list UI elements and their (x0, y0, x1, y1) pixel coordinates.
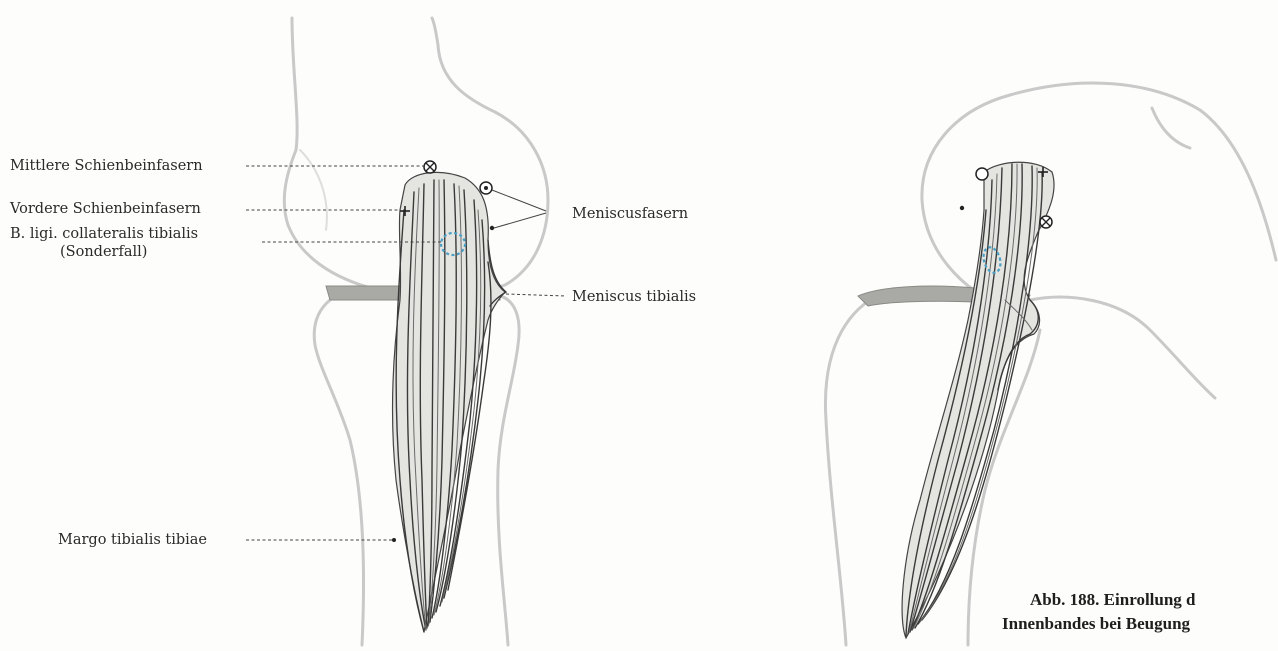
right-femur-outline (922, 83, 1276, 310)
right-ligament-body (902, 162, 1054, 638)
label-margo-tibialis-tibiae: Margo tibialis tibiae (58, 532, 207, 548)
right-tibia-outline-left (825, 300, 870, 645)
left-knee-extended: Mittlere Schienbeinfasern Vordere Schien… (9, 18, 696, 645)
dot-marker (490, 226, 494, 230)
left-femur-inner-contour (300, 150, 327, 230)
left-tibia-outline (314, 300, 363, 645)
label-b-ligi-collateralis: B. ligi. collateralis tibialis (10, 226, 198, 242)
right-femur-notch (1152, 108, 1190, 148)
right-dot-marker (960, 206, 964, 210)
label-vordere-schienbeinfasern: Vordere Schienbeinfasern (9, 201, 201, 217)
right-open-circle-marker (976, 168, 988, 180)
caption-line-2: Innenbandes bei Beugung (1002, 614, 1191, 633)
margo-dot (392, 538, 396, 542)
label-mittlere-schienbeinfasern: Mittlere Schienbeinfasern (10, 158, 203, 174)
right-knee-flexed: Abb. 188. Einrollung d Innenbandes bei B… (825, 83, 1276, 645)
right-femur-posterior (1030, 297, 1215, 398)
label-meniscus-tibialis: Meniscus tibialis (572, 289, 696, 305)
label-meniscusfasern: Meniscusfasern (572, 206, 688, 222)
label-sonderfall: (Sonderfall) (60, 244, 147, 260)
caption-line-1: Abb. 188. Einrollung d (1030, 590, 1196, 609)
left-tibia-outline-right (498, 296, 519, 645)
